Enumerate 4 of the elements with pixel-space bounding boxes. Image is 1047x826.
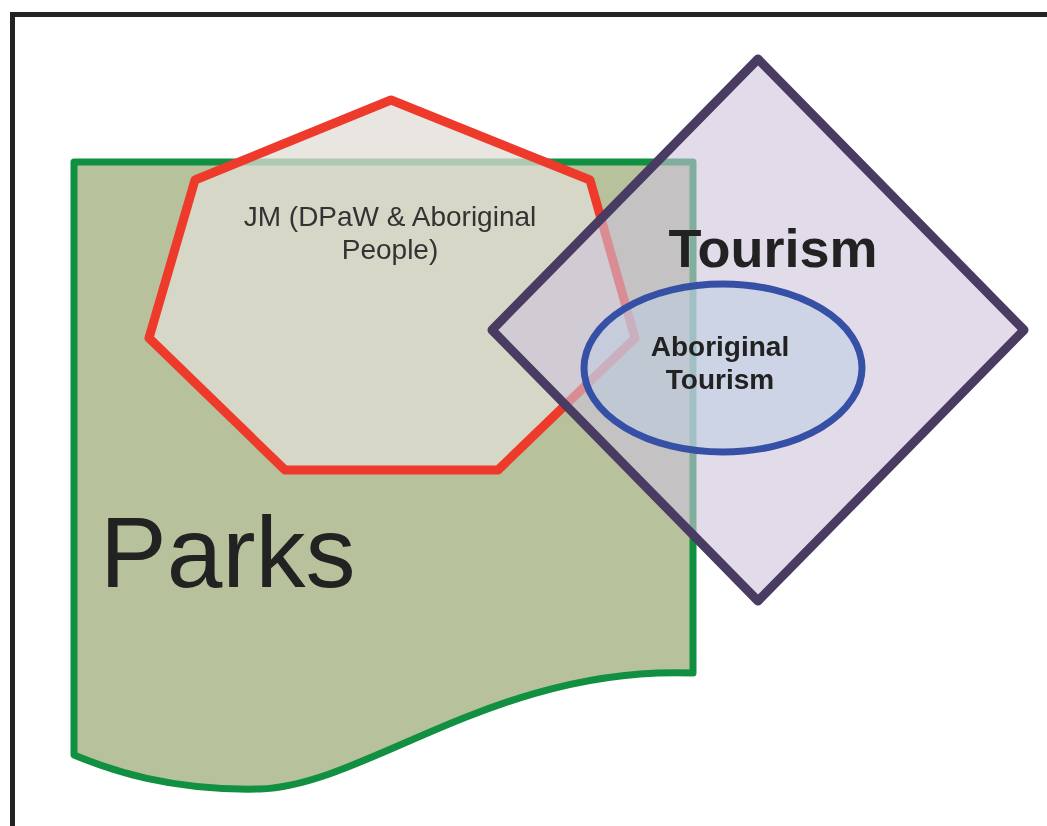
shape-label: JM (DPaW & Aboriginal People) <box>242 200 538 267</box>
shape-label: Aboriginal Tourism <box>649 330 791 397</box>
shape-label: Tourism <box>667 217 879 280</box>
shape-label: Parks <box>100 495 357 610</box>
